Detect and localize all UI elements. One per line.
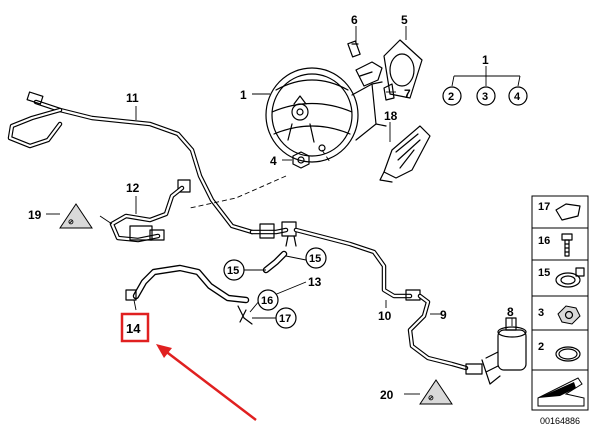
vacuum-line	[293, 227, 469, 371]
callout-10: 10	[378, 309, 392, 323]
vacuum-hose	[125, 264, 253, 325]
callout-7: 7	[404, 87, 411, 101]
callout-19: 19	[28, 208, 42, 222]
callout-1-group: 1	[482, 53, 489, 67]
legend-17: 17	[538, 201, 550, 213]
callout-18: 18	[384, 109, 398, 123]
warning-triangle-20: ⊘	[419, 379, 453, 405]
callout-9: 9	[440, 308, 447, 322]
callout-11: 11	[126, 91, 139, 105]
vacuum-pipe	[7, 91, 255, 235]
pedal-bracket	[379, 125, 431, 183]
warning-triangle-19: ⊘	[59, 203, 93, 229]
red-arrow	[156, 344, 257, 421]
t-connector	[249, 221, 297, 247]
callout-labels: 1 6 5 7 18 4 11 12 19 13 10 9 8 20 1	[28, 13, 514, 402]
rubber-hose	[262, 250, 288, 274]
stud-bolt	[347, 40, 361, 58]
circled-callouts: 2 3 4 15 15 16 17	[223, 86, 528, 329]
callout-8: 8	[507, 305, 514, 319]
diagram-number: 00164886	[540, 416, 580, 426]
legend-15: 15	[538, 267, 550, 279]
clamp-icon	[555, 203, 581, 221]
callout-14: 14	[126, 321, 141, 336]
hex-nut	[292, 151, 310, 169]
booster-bracket	[355, 61, 395, 101]
callout-20: 20	[380, 388, 394, 402]
bolt-icon	[561, 233, 573, 257]
o-ring-icon	[555, 346, 581, 362]
callout-2: 2	[448, 91, 454, 103]
callout-15-left: 15	[227, 265, 239, 277]
callout-4: 4	[270, 154, 277, 168]
svg-text:⊘: ⊘	[428, 395, 434, 402]
callout-13: 13	[308, 275, 322, 289]
gasket	[383, 39, 423, 99]
legend-panel: 17 16 15 3 2	[531, 195, 589, 411]
leader-lines	[46, 26, 521, 395]
callout-4-group: 4	[514, 91, 521, 103]
callout-12: 12	[126, 181, 140, 195]
arrow-icon	[537, 377, 585, 407]
legend-16: 16	[538, 235, 550, 247]
legend-2: 2	[538, 341, 544, 353]
dashed-leaders	[189, 149, 331, 209]
brake-booster	[265, 67, 387, 163]
callout-16: 16	[261, 295, 273, 307]
hose-assembly	[109, 185, 185, 243]
callout-5: 5	[401, 13, 408, 27]
highlight-box-14: 14	[120, 312, 150, 343]
callout-1: 1	[240, 88, 247, 102]
callout-17: 17	[279, 313, 291, 325]
legend-3: 3	[538, 307, 544, 319]
nut-icon	[557, 305, 581, 325]
vacuum-reservoir	[465, 317, 527, 385]
callout-6: 6	[351, 13, 358, 27]
callout-3: 3	[482, 91, 488, 103]
svg-text:⊘: ⊘	[68, 219, 74, 226]
hose-clip-icon	[555, 267, 585, 288]
callout-15-right: 15	[309, 253, 321, 265]
